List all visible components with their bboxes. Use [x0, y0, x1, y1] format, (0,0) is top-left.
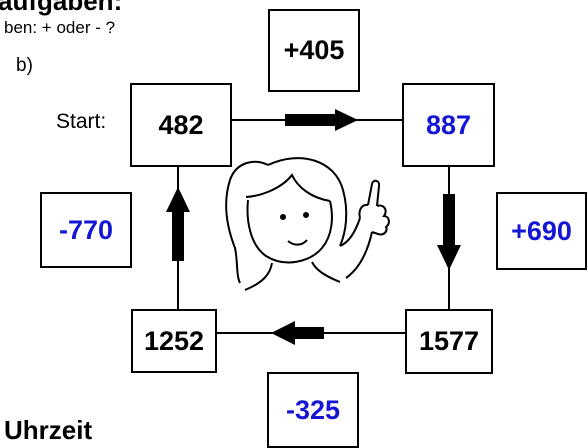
number-box-bottom-right: 1577 — [405, 309, 493, 374]
operation-box-left[interactable]: -770 — [40, 192, 132, 268]
page-heading: aufgaben: — [0, 0, 123, 16]
answer-value: +690 — [511, 215, 572, 246]
start-label: Start: — [56, 110, 107, 133]
number-value: 482 — [158, 109, 204, 140]
number-box-bottom-left: 1252 — [131, 309, 217, 373]
task-instruction: ben: + oder - ? — [4, 18, 116, 37]
operation-box-bottom[interactable]: -325 — [267, 372, 359, 448]
number-box-start: 482 — [130, 83, 232, 167]
part-label: b) — [16, 55, 33, 76]
arrow-down-icon — [437, 194, 461, 270]
girl-illustration-icon — [225, 157, 390, 291]
number-value: 1252 — [143, 325, 205, 356]
number-value: 1577 — [418, 326, 480, 356]
answer-value: 887 — [425, 109, 472, 140]
section-heading: Uhrzeit — [4, 415, 93, 445]
arrow-right-icon — [285, 109, 358, 131]
arrow-left-icon — [271, 321, 324, 345]
arrow-up-icon — [166, 187, 190, 261]
operation-value: +405 — [283, 35, 345, 65]
operation-box-right[interactable]: +690 — [496, 192, 587, 270]
number-box-top-right[interactable]: 887 — [402, 83, 495, 167]
answer-value: -770 — [58, 214, 114, 245]
answer-value: -325 — [285, 394, 341, 425]
operation-box-top: +405 — [268, 9, 360, 92]
